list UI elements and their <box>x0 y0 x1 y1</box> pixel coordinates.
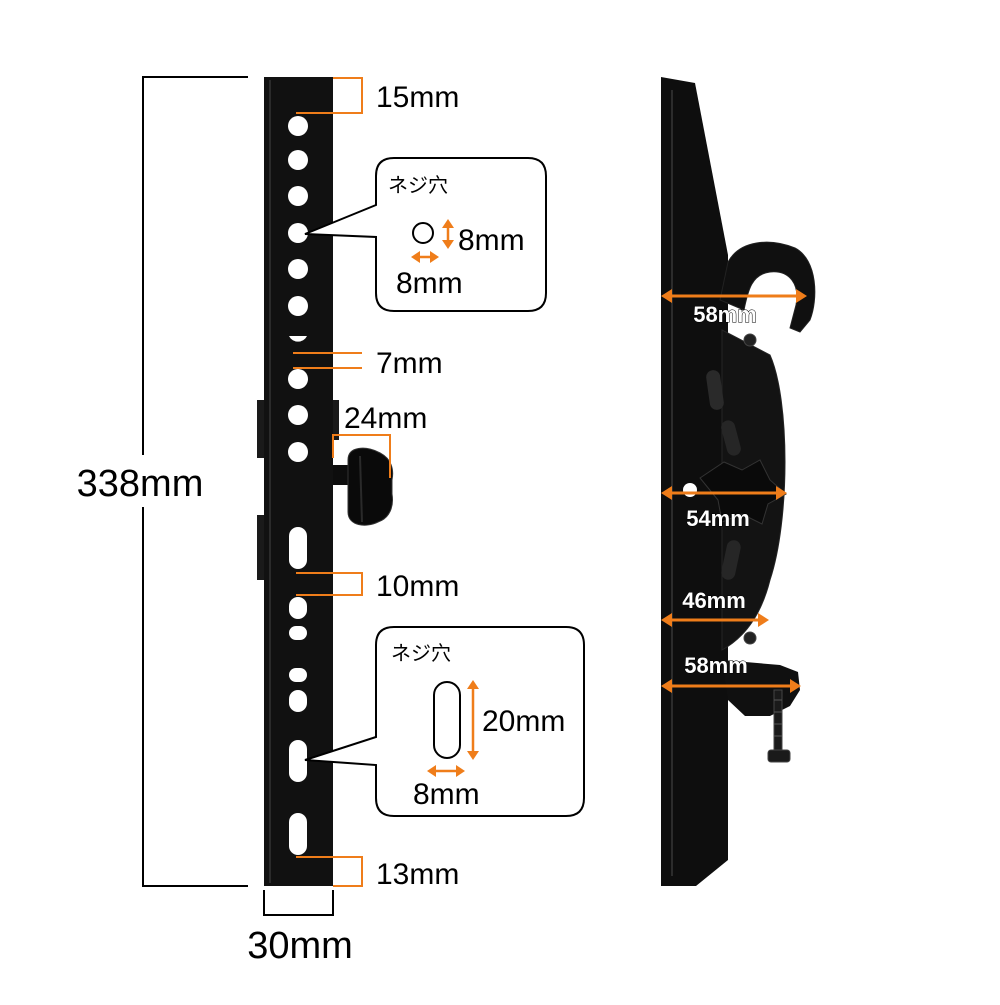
slot-hole-sample <box>433 681 461 759</box>
tilt-knob <box>333 447 394 526</box>
round-hole <box>288 186 308 206</box>
bottom-margin-label: 13mm <box>376 858 459 891</box>
slot-hole <box>289 690 307 712</box>
front-view-bracket <box>257 77 394 886</box>
hook-depth-arrow <box>661 289 807 303</box>
slot-gap-label: 10mm <box>376 570 459 603</box>
knob-width-label: 24mm <box>344 402 427 435</box>
slot-gap-tick <box>296 572 363 596</box>
round-hole <box>288 405 308 425</box>
slot-hole-partial <box>289 626 307 640</box>
round-hole <box>288 442 308 462</box>
slot-hole <box>289 527 307 569</box>
round-hole <box>288 259 308 279</box>
round-hole <box>288 369 308 389</box>
lower-depth-arrow <box>661 613 769 627</box>
side-dimension-arrows <box>661 289 807 693</box>
knob-width-tick <box>332 434 391 478</box>
slot-hole <box>289 597 307 619</box>
round-hole-partial <box>289 336 307 342</box>
width-label: 30mm <box>247 925 353 967</box>
front-dimension-ticks <box>293 77 391 887</box>
round-height-label: 8mm <box>458 224 525 257</box>
bracket-side-ear <box>257 400 266 458</box>
round-hole <box>288 296 308 316</box>
slot-hole <box>289 740 307 782</box>
bottom-margin-tick <box>296 856 363 887</box>
overall-height-label: 338mm <box>77 463 204 505</box>
round-hole-sample <box>412 222 434 244</box>
slot-callout-title: ネジ穴 <box>391 641 451 665</box>
round-hole <box>288 223 308 243</box>
hook-arm <box>719 241 816 333</box>
round-callout-title: ネジ穴 <box>388 173 448 197</box>
middle-depth-label: 54mm <box>686 506 750 531</box>
width-dimension: 30mm <box>247 890 353 967</box>
lower-depth-label: 46mm <box>682 588 746 613</box>
slot-hole-partial <box>289 668 307 682</box>
slot-hole <box>289 813 307 855</box>
slot-height-label: 20mm <box>482 705 565 738</box>
slot-holes <box>289 527 307 855</box>
bottom-depth-label: 58mm <box>684 653 748 678</box>
bracket-side-ear <box>331 400 339 440</box>
bracket-side-ear <box>257 515 266 580</box>
width-bracket-line <box>263 890 334 916</box>
adjust-screw <box>767 689 791 763</box>
hook-depth-label: 58mm <box>693 302 757 327</box>
bottom-depth-arrow <box>661 679 801 693</box>
slot-width-label: 8mm <box>413 778 480 811</box>
round-width-arrow <box>411 251 439 263</box>
round-width-label: 8mm <box>396 267 463 300</box>
round-hole <box>288 150 308 170</box>
hole-gap-label: 7mm <box>376 347 443 380</box>
top-margin-tick <box>296 77 363 114</box>
round-holes <box>288 116 308 462</box>
overall-height-dimension: 338mm <box>62 76 248 887</box>
round-hole-callout: ネジ穴 8mm 8mm <box>304 157 547 312</box>
middle-depth-arrow <box>661 486 787 500</box>
side-plate <box>661 77 728 886</box>
round-hole <box>288 116 308 136</box>
round-height-arrow <box>442 219 454 249</box>
slot-hole-callout: ネジ穴 20mm 8mm <box>304 626 585 817</box>
slot-height-arrow <box>467 680 479 760</box>
slot-width-arrow <box>427 765 465 777</box>
side-view-bracket <box>661 77 816 886</box>
top-margin-label: 15mm <box>376 81 459 114</box>
